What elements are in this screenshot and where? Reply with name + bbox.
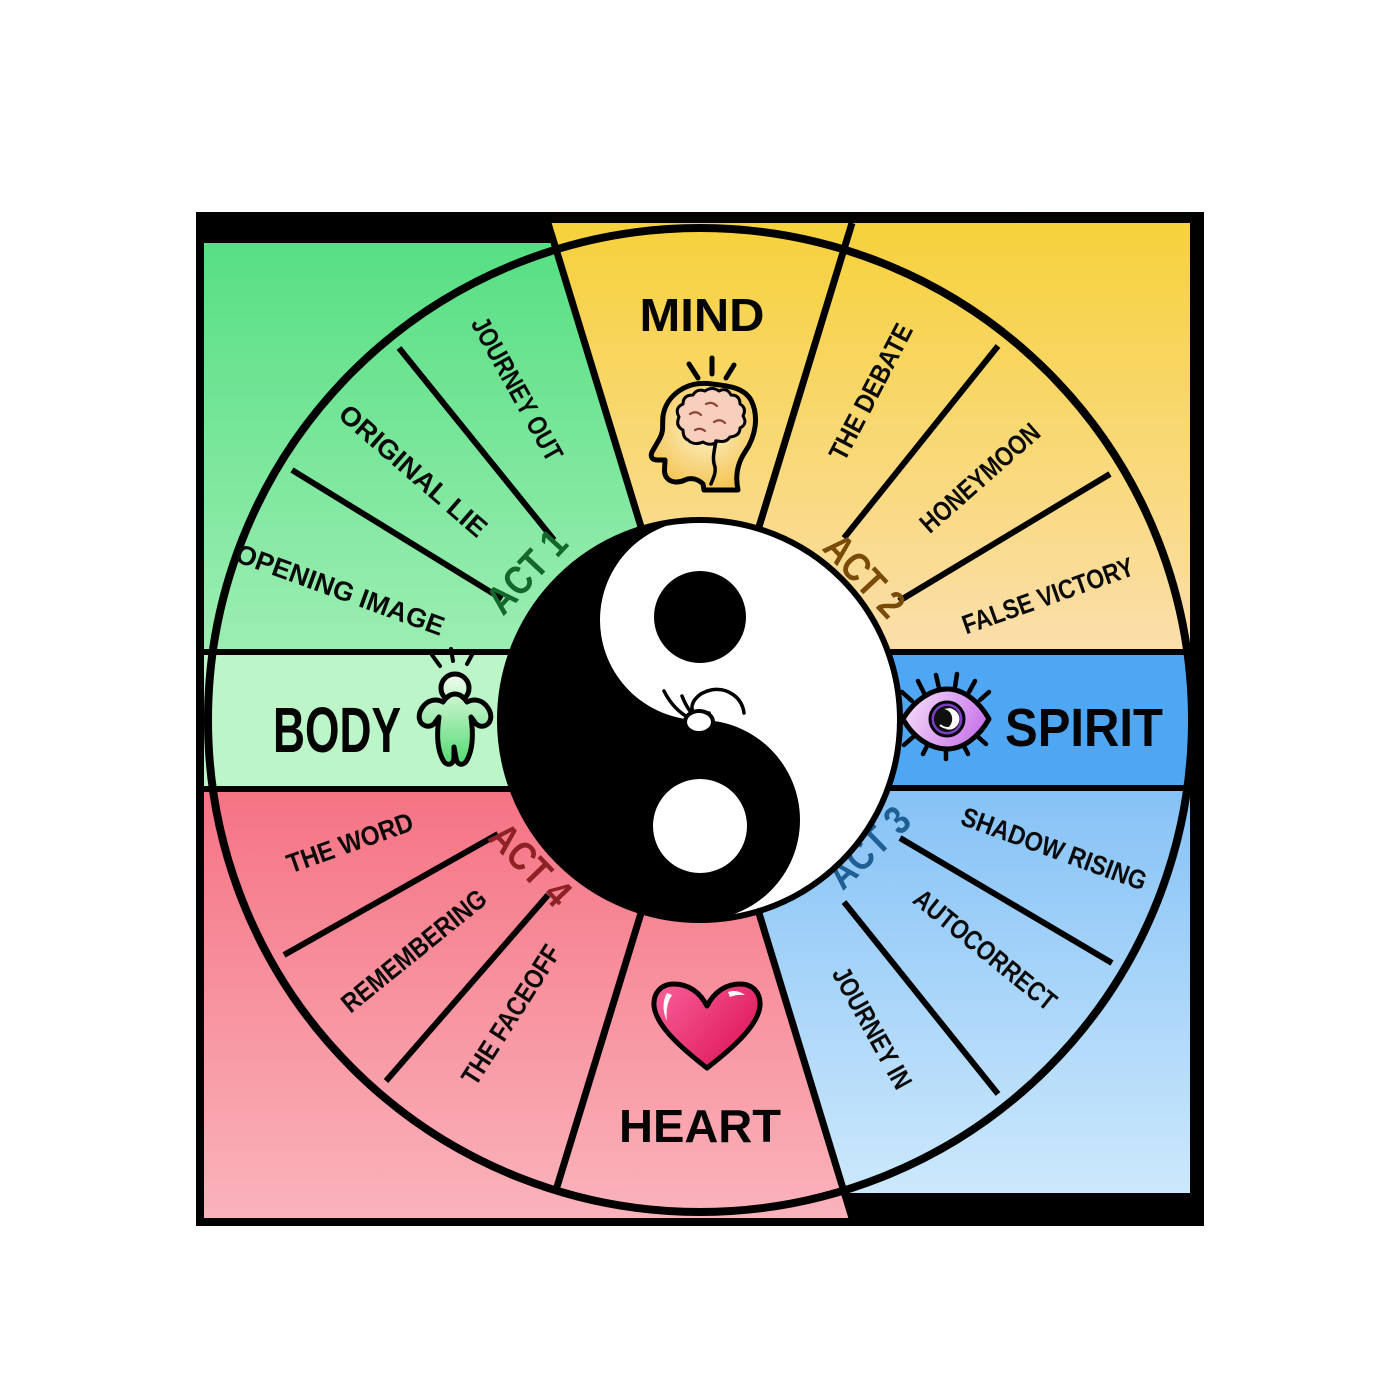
beat-separator-line: [290, 467, 504, 602]
eye-icon: [899, 671, 992, 762]
heart-highlight-right: [728, 991, 745, 997]
body-band: [204, 652, 513, 789]
wheel-outer-ring: [204, 224, 1196, 1216]
sector-lines: [204, 221, 1190, 1220]
beat-separator-line: [898, 835, 1114, 966]
quadrant-title-spirit: SPIRIT: [1005, 698, 1163, 758]
beat-separator-line: [383, 893, 551, 1083]
quadrant-title-body: BODY: [273, 694, 401, 766]
yin-yang-black-dot: [654, 571, 746, 663]
beat-separator-line: [396, 346, 557, 542]
heart-left-sector-line: [552, 910, 645, 1192]
yin-yang-outline: [497, 517, 903, 923]
brain-stem: [709, 439, 718, 486]
head-brain-rays: [686, 355, 737, 381]
brain-shape: [675, 387, 747, 446]
beat-separator-line: [841, 900, 1001, 1096]
mind-right-sector-line: [755, 221, 856, 530]
eye-swirl-highlight: [944, 708, 960, 730]
spirit-band: [887, 652, 1190, 788]
heart-icon: [651, 981, 763, 1071]
quadrant-title-heart: HEART: [619, 1100, 781, 1152]
brain-squiggles: [688, 401, 727, 433]
eye-swirl-line: [939, 724, 956, 729]
yin-yang-white-dot: [653, 779, 747, 873]
quadrant-title-mind: MIND: [640, 289, 765, 341]
beat-separator-line: [282, 831, 500, 958]
person-rays: [430, 647, 475, 668]
heart-right-sector-line: [755, 910, 856, 1220]
quadrant-titles: MIND BODY SPIRIT HEART: [273, 289, 1163, 1152]
sprout-doodle: [662, 687, 746, 735]
mind-left-sector-line: [544, 221, 645, 530]
head-brain-icon: [648, 355, 759, 493]
beat-separator-line: [841, 344, 1001, 540]
heart-highlight-left: [663, 993, 672, 1021]
person-icon: [416, 647, 494, 767]
beat-separator-line: [897, 471, 1112, 604]
yin-yang-symbol: [497, 517, 903, 923]
heart-shape: [651, 981, 763, 1071]
person-body: [416, 691, 494, 767]
beat-separator-lines: [282, 344, 1114, 1096]
